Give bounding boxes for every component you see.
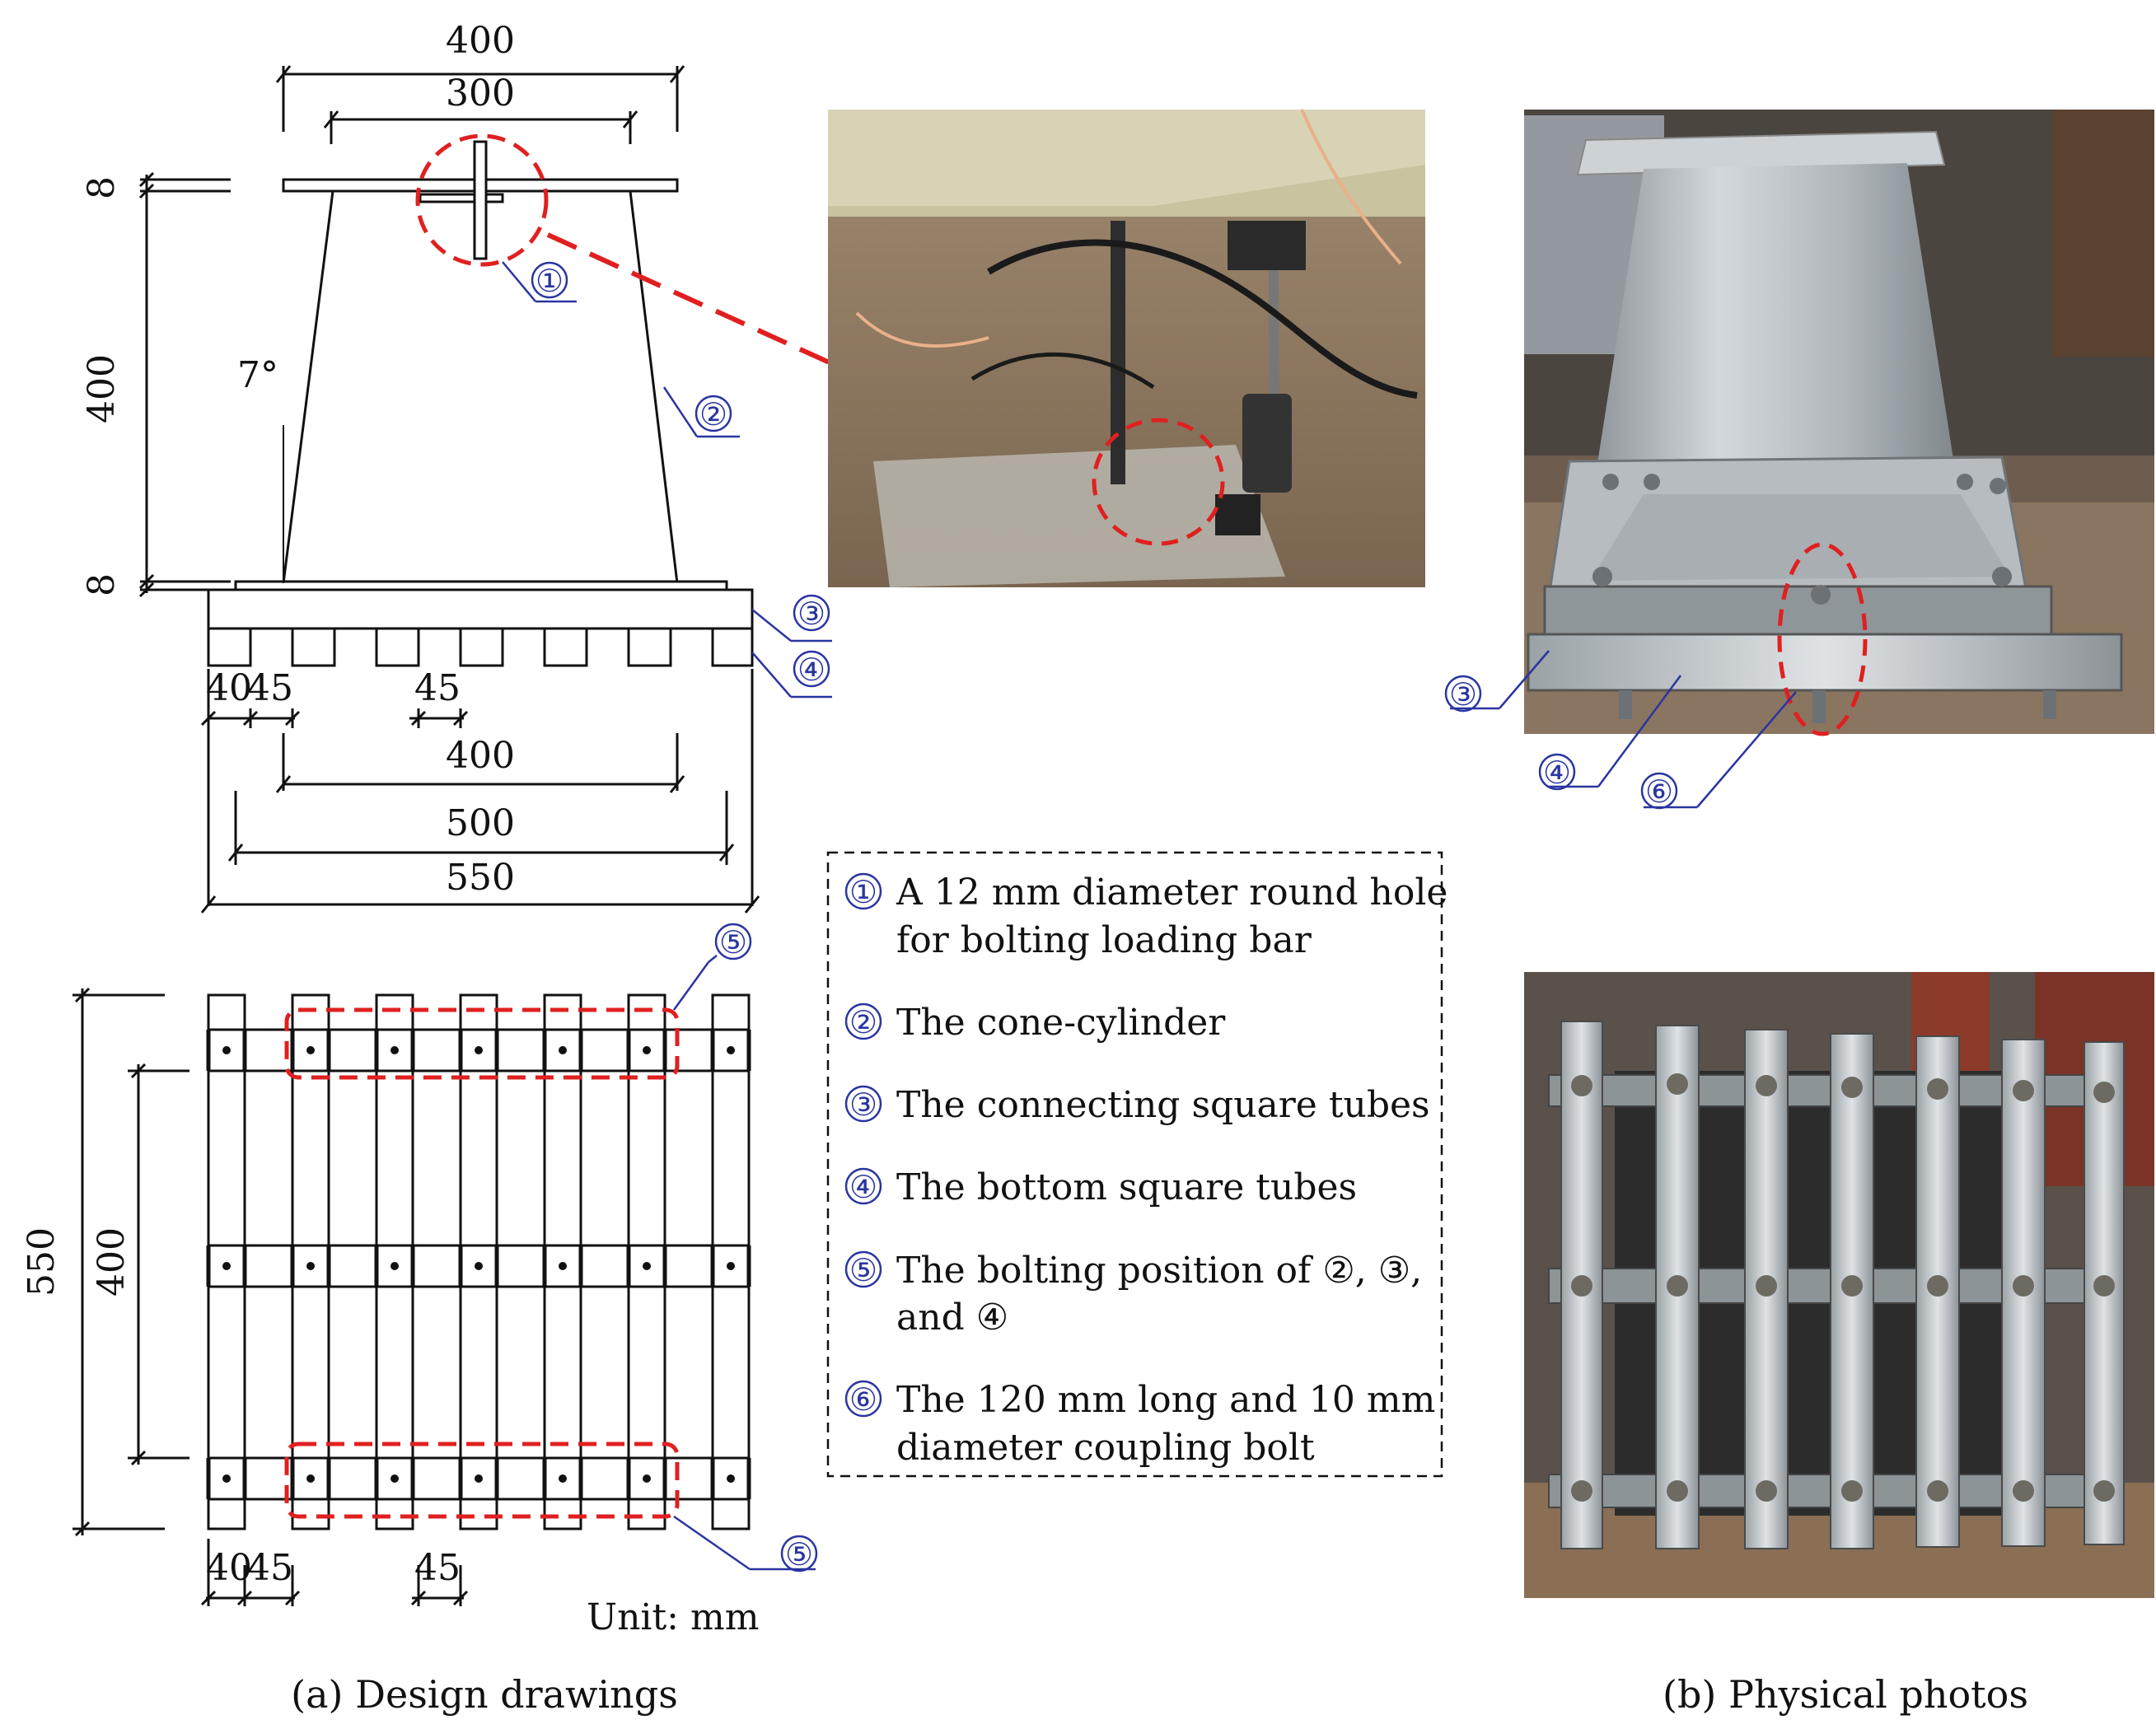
legend-num-3: ③	[849, 1086, 877, 1123]
legend-4-line-1: The bottom square tubes	[896, 1166, 1357, 1208]
legend-1-line-2: for bolting loading bar	[896, 919, 1312, 961]
bolt-position-highlight-top	[284, 1007, 680, 1080]
dim-400-top: 400	[446, 20, 515, 62]
elevation-view	[140, 66, 754, 906]
plan-dim-40: 40	[206, 1547, 252, 1589]
dim-550: 550	[446, 857, 515, 899]
plan-dim-45-a: 45	[247, 1547, 293, 1589]
legend-5-line-1: The bolting position of ②, ③,	[896, 1250, 1422, 1292]
legend-num-6: ⑥	[849, 1381, 877, 1418]
dim-300: 300	[446, 72, 515, 114]
legend-box	[826, 851, 1443, 1478]
bolt-position-highlight-bottom	[284, 1442, 680, 1519]
callout-4: ④	[797, 652, 825, 688]
photo-callout-4: ④	[1543, 755, 1571, 791]
legend-num-1: ①	[849, 874, 877, 910]
legend-numbers: ① ② ③ ④ ⑤ ⑥	[844, 872, 882, 1418]
detail-photo	[828, 109, 1425, 587]
dim-400-bottom: 400	[446, 735, 515, 777]
caption-physical-photos: (b) Physical photos	[1663, 1672, 2028, 1717]
plan-dim-550: 550	[21, 1227, 63, 1297]
plan-dimension-ticks	[74, 987, 469, 1606]
plan-bolt-holes	[222, 1046, 735, 1483]
photo-callout-6: ⑥	[1645, 773, 1673, 810]
callout-5-top: ⑤	[719, 924, 747, 960]
photo-callouts	[1444, 650, 1797, 810]
plan-dimension-text: 550 400 40 45 45 Unit: mm	[21, 1227, 759, 1638]
dim-500: 500	[446, 802, 515, 844]
front-photo	[1524, 110, 2154, 736]
plan-callouts	[672, 923, 818, 1572]
angle-7: 7°	[237, 354, 278, 396]
legend-num-4: ④	[849, 1169, 877, 1205]
dim-45-b: 45	[414, 667, 461, 709]
elevation-dimension-text: 400 300 8 400 8 7° 40 45 45 400 500 550	[81, 20, 515, 899]
dim-400-height: 400	[81, 354, 123, 423]
elevation-callout-numbers: ① ② ③ ④	[535, 263, 825, 688]
dimension-ticks	[138, 65, 760, 914]
callout-5-bottom: ⑤	[785, 1536, 813, 1572]
legend-6-line-1: The 120 mm long and 10 mm	[896, 1379, 1435, 1421]
dim-8-bottom: 8	[81, 573, 123, 596]
bottom-photo	[1524, 972, 2154, 1598]
caption-design-drawings: (a) Design drawings	[291, 1672, 678, 1717]
plan-dim-45-b: 45	[414, 1547, 461, 1589]
legend-6-line-2: diameter coupling bolt	[896, 1427, 1315, 1469]
legend-3-line-1: The connecting square tubes	[896, 1084, 1430, 1126]
legend-text: A 12 mm diameter round hole for bolting …	[896, 872, 1447, 1469]
unit-label: Unit: mm	[587, 1596, 759, 1638]
photo-callout-3: ③	[1449, 676, 1477, 713]
callout-1: ①	[535, 263, 564, 299]
elevation-callouts	[502, 261, 832, 699]
bolt-hole-highlight	[415, 133, 549, 267]
legend-2-line-1: The cone-cylinder	[896, 1002, 1226, 1044]
dim-8-top: 8	[81, 176, 123, 199]
plan-view	[72, 988, 751, 1606]
legend-num-5: ⑤	[849, 1252, 877, 1288]
legend-5-line-2: and ④	[896, 1297, 1008, 1339]
dim-40: 40	[206, 667, 252, 709]
callout-2: ②	[699, 396, 727, 432]
callout-3: ③	[797, 596, 825, 632]
plan-dim-400: 400	[91, 1227, 133, 1297]
legend-num-2: ②	[849, 1004, 877, 1040]
dim-45-a: 45	[247, 667, 293, 709]
legend-1-line-1: A 12 mm diameter round hole	[896, 872, 1447, 914]
